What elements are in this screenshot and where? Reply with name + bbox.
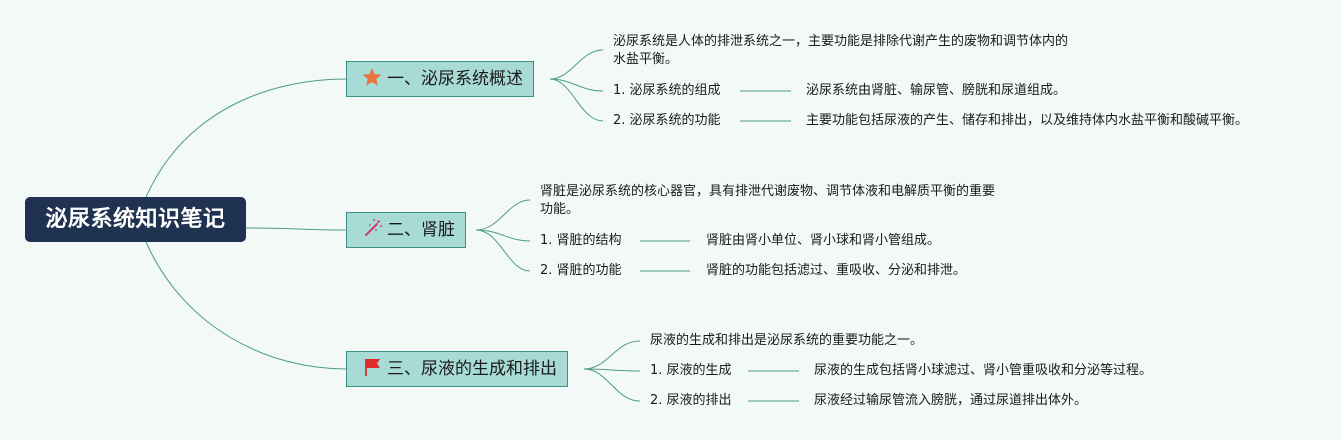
root-link-3 — [145, 241, 347, 370]
star-icon — [362, 68, 382, 86]
branch-description: 肾脏是泌尿系统的核心器官，具有排泄代谢废物、调节体液和电解质平衡的重要 功能。 — [540, 183, 1040, 219]
subtopic-detail: 肾脏由肾小单位、肾小球和肾小管组成。 — [706, 233, 941, 248]
magic-wand-icon — [365, 219, 382, 236]
branch-urine[interactable]: 三、尿液的生成和排出 — [346, 351, 568, 387]
b1-link-desc — [549, 49, 604, 80]
description-line: 功能。 — [540, 202, 580, 217]
root-topic[interactable]: 泌尿系统知识笔记 — [25, 197, 246, 242]
subtopic-label[interactable]: 2. 尿液的排出 — [650, 393, 732, 408]
root-link-1 — [145, 78, 347, 198]
subtopic-label[interactable]: 2. 肾脏的功能 — [540, 263, 622, 278]
subtopic-detail: 泌尿系统由肾脏、输尿管、膀胱和尿道组成。 — [806, 83, 1067, 98]
b3-link-desc — [583, 340, 641, 370]
subtopic-detail: 尿液经过输尿管流入膀胱，通过尿道排出体外。 — [814, 393, 1088, 408]
root-link-2 — [245, 227, 347, 231]
subtopic-label[interactable]: 2. 泌尿系统的功能 — [613, 113, 721, 128]
branch-overview[interactable]: 一、泌尿系统概述 — [346, 61, 534, 97]
red-flag-icon — [365, 359, 380, 376]
b2-link-desc — [475, 199, 531, 231]
b3-link-item2 — [583, 368, 641, 402]
subtopic-label[interactable]: 1. 泌尿系统的组成 — [613, 83, 721, 98]
branch-description: 尿液的生成和排出是泌尿系统的重要功能之一。 — [650, 333, 924, 348]
branch-label: 三、尿液的生成和排出 — [387, 359, 557, 379]
b3-link-item1 — [583, 368, 641, 372]
branch-kidney[interactable]: 二、肾脏 — [346, 212, 466, 248]
subtopic-detail: 肾脏的功能包括滤过、重吸收、分泌和排泄。 — [706, 263, 967, 278]
b2-link-item2 — [475, 229, 531, 272]
branch-description: 泌尿系统是人体的排泄系统之一，主要功能是排除代谢产生的废物和调节体内的 水盐平衡… — [613, 33, 1113, 69]
description-line: 泌尿系统是人体的排泄系统之一，主要功能是排除代谢产生的废物和调节体内的 — [613, 34, 1069, 49]
branch-label: 一、泌尿系统概述 — [387, 69, 523, 89]
description-line: 肾脏是泌尿系统的核心器官，具有排泄代谢废物、调节体液和电解质平衡的重要 — [540, 184, 996, 199]
subtopic-label[interactable]: 1. 尿液的生成 — [650, 363, 732, 378]
branch-label: 二、肾脏 — [387, 220, 455, 240]
subtopic-label[interactable]: 1. 肾脏的结构 — [540, 233, 622, 248]
description-line: 水盐平衡。 — [613, 52, 679, 67]
b1-link-item2 — [549, 78, 604, 122]
subtopic-detail: 尿液的生成包括肾小球滤过、肾小管重吸收和分泌等过程。 — [814, 363, 1153, 378]
subtopic-detail: 主要功能包括尿液的产生、储存和排出，以及维持体内水盐平衡和酸碱平衡。 — [806, 113, 1249, 128]
